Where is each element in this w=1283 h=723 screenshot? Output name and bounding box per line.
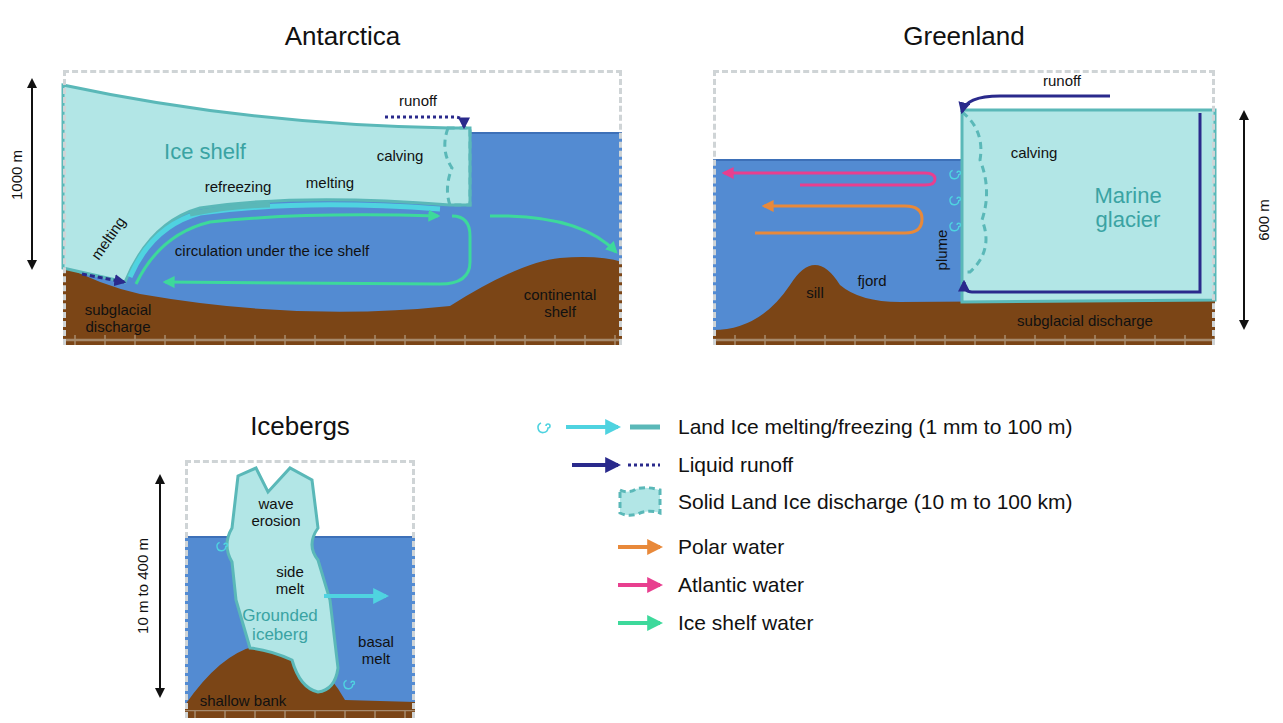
plume-swirl bbox=[950, 222, 960, 230]
ocean bbox=[185, 537, 415, 718]
subglacial-discharge-flow bbox=[82, 274, 124, 282]
plume-swirl bbox=[950, 196, 960, 204]
dimension-arrow bbox=[1243, 112, 1245, 328]
runoff-flow bbox=[385, 117, 464, 127]
greenland-illustration bbox=[713, 96, 1244, 345]
diagram-label: Grounded iceberg bbox=[240, 606, 320, 644]
legend-swirl bbox=[538, 423, 550, 433]
diagram-label: wave erosion bbox=[246, 495, 306, 529]
basal-swirl bbox=[344, 680, 354, 688]
panel-title: Greenland bbox=[676, 21, 1252, 52]
atlantic-water-flow bbox=[724, 173, 935, 185]
side-melt-arrow bbox=[324, 594, 386, 598]
subglacial-discharge-flow bbox=[964, 113, 1200, 292]
legend-arrow bbox=[572, 463, 618, 467]
bedrock-base bbox=[185, 710, 415, 718]
diagram-label: calving bbox=[377, 147, 424, 164]
legend-arrow bbox=[566, 425, 618, 429]
dimension-arrow bbox=[31, 80, 33, 268]
legend-dashed-block bbox=[620, 488, 660, 516]
diagram-label: sill bbox=[806, 284, 824, 301]
diagram-label: fjord bbox=[857, 272, 886, 289]
diagram-label: Marine glacier bbox=[1083, 184, 1173, 232]
outflow bbox=[490, 216, 616, 252]
diagram-label: refreezing bbox=[205, 178, 272, 195]
sea-surface bbox=[713, 159, 962, 161]
ice-shelf bbox=[63, 85, 470, 282]
runoff-flow bbox=[962, 96, 1110, 112]
bedrock bbox=[63, 257, 622, 345]
polar-water-flow bbox=[755, 206, 922, 233]
wave-swirl bbox=[217, 542, 227, 550]
grounded-iceberg bbox=[227, 468, 338, 692]
bedrock-base bbox=[63, 335, 622, 345]
diagram-label: 10 m to 400 m bbox=[134, 538, 151, 634]
marine-glacier bbox=[962, 110, 1215, 302]
legend-arrow bbox=[618, 545, 660, 549]
legend-dotted bbox=[628, 464, 660, 467]
calving-block bbox=[445, 128, 470, 205]
diagram-label: plume bbox=[933, 230, 950, 271]
calving-block bbox=[962, 112, 987, 272]
legend-text: Solid Land Ice discharge (10 m to 100 km… bbox=[678, 490, 1073, 514]
refreezing-layer bbox=[190, 205, 270, 214]
diagram-label: melting bbox=[306, 174, 354, 191]
ice-shelf-water-flow bbox=[136, 215, 438, 284]
diagram-label: 600 m bbox=[1255, 199, 1272, 241]
diagram-label: calving bbox=[1011, 144, 1058, 161]
antarctica-illustration bbox=[32, 80, 622, 345]
diagram-label: 1000 m bbox=[8, 150, 25, 200]
legend-text: Liquid runoff bbox=[678, 453, 793, 477]
legend-text: Polar water bbox=[678, 535, 784, 559]
legend-text: Land Ice melting/freezing (1 mm to 100 m… bbox=[678, 415, 1073, 439]
diagram-label: basal melt bbox=[354, 633, 398, 667]
bedrock-base bbox=[713, 335, 1215, 345]
diagram-label: runoff bbox=[1043, 72, 1081, 89]
legend-arrow bbox=[618, 583, 660, 587]
diagram-label: runoff bbox=[399, 92, 437, 109]
legend-arrow bbox=[618, 621, 660, 625]
diagram-label: continental shelf bbox=[515, 286, 605, 320]
panel-title: Icebergs bbox=[148, 411, 452, 442]
dimension-arrow bbox=[159, 476, 161, 696]
circulation-flow bbox=[165, 216, 470, 284]
plume-swirl bbox=[950, 170, 960, 178]
diagram-label: subglacial discharge bbox=[73, 301, 163, 335]
legend-bar bbox=[630, 425, 660, 430]
legend-text: Ice shelf water bbox=[678, 611, 813, 635]
diagram-label: circulation under the ice shelf bbox=[175, 242, 369, 259]
legend-samples bbox=[538, 423, 660, 623]
diagram-label: shallow bank bbox=[200, 692, 287, 709]
diagram-label: side melt bbox=[268, 563, 312, 597]
panel-title: Antarctica bbox=[26, 21, 659, 52]
diagram-label: subglacial discharge bbox=[1017, 312, 1153, 329]
diagram-label: Ice shelf bbox=[164, 140, 246, 164]
legend-text: Atlantic water bbox=[678, 573, 804, 597]
iceberg-illustration bbox=[160, 468, 415, 718]
